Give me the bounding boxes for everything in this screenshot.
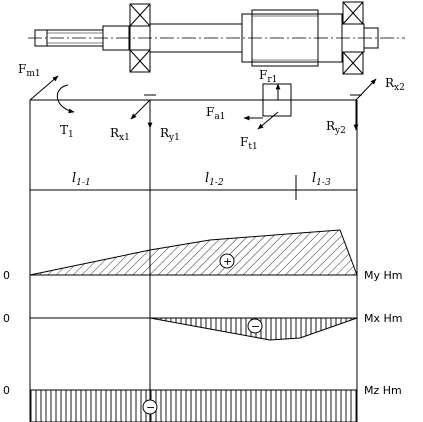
force-labels: Fm1 T1 Rx1 Ry1 Fr1 Fa1 Ft1 Rx2 Ry2 xyxy=(18,62,405,152)
label-ft1: Ft1 xyxy=(240,135,258,152)
mz-moment-plot: − 0 Mz Hm xyxy=(3,384,402,422)
my-moment-plot: + 0 My Hm xyxy=(3,229,402,282)
fm1-arrow xyxy=(29,75,59,101)
label-ry1: Ry1 xyxy=(160,126,180,143)
shaft-step-1 xyxy=(102,25,130,51)
my-sign: + xyxy=(223,255,232,268)
mx-sign-circle xyxy=(247,318,263,334)
label-rx1: Rx1 xyxy=(110,126,130,143)
label-l11: l1-1 xyxy=(72,171,91,188)
mx-axis-label: Mx Hm xyxy=(364,312,402,325)
mx-sign: − xyxy=(251,320,260,333)
label-ry2: Ry2 xyxy=(326,119,346,136)
label-l13: l1-3 xyxy=(312,171,331,188)
rx2-arrow xyxy=(355,78,377,101)
label-l12: l1-2 xyxy=(205,171,224,188)
mz-zero-label: 0 xyxy=(3,384,10,397)
mx-moment-plot: − 0 Mx Hm xyxy=(3,312,402,341)
span-labels: l1-1 l1-2 l1-3 xyxy=(72,171,331,188)
mz-axis-label: Mz Hm xyxy=(364,384,402,397)
label-rx2: Rx2 xyxy=(385,76,405,93)
label-fm1: Fm1 xyxy=(18,62,41,79)
ft1-arrow xyxy=(257,111,279,130)
my-hatched-area xyxy=(29,229,358,276)
mz-sign: − xyxy=(146,401,155,414)
bearing-2 xyxy=(342,1,364,75)
rx1-arrow xyxy=(130,99,151,120)
my-axis-label: My Hm xyxy=(364,269,402,282)
mz-sign-circle xyxy=(142,399,158,415)
label-fr1: Fr1 xyxy=(259,68,277,85)
my-sign-circle xyxy=(219,253,235,269)
mz-hatched-area xyxy=(29,389,358,422)
t1-moment-arc xyxy=(57,84,75,114)
my-zero-label: 0 xyxy=(3,269,10,282)
mx-zero-label: 0 xyxy=(3,312,10,325)
label-fa1: Fa1 xyxy=(206,105,225,122)
label-t1: T1 xyxy=(60,123,74,140)
shaft-drawing xyxy=(28,1,405,75)
force-scheme xyxy=(29,75,377,131)
